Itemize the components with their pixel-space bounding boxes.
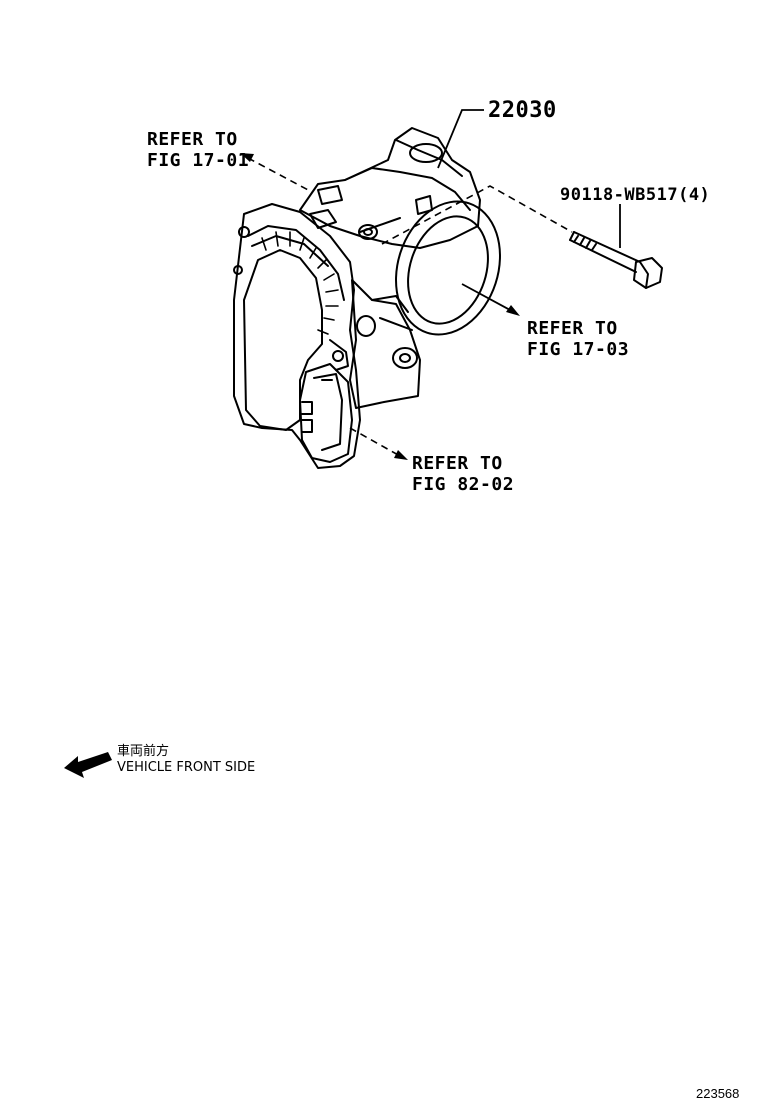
leader-bolt-dashed xyxy=(381,185,573,245)
leader-22030 xyxy=(437,109,484,169)
body-lower xyxy=(349,279,421,409)
bolt-head xyxy=(633,257,663,289)
ref-callout-fig-82-02: REFER TO FIG 82-02 xyxy=(412,453,514,495)
arrowhead-fig-17-01 xyxy=(240,153,254,162)
mount-boss-lower xyxy=(392,347,418,369)
mount-boss-upper xyxy=(358,224,378,240)
legend-english: VEHICLE FRONT SIDE xyxy=(117,760,256,775)
leader-fig-17-01 xyxy=(247,157,313,193)
bolt-part-number: 90118-WB517(4) xyxy=(560,185,711,205)
throttle-bore-inner xyxy=(407,215,489,325)
leader-fig-17-03 xyxy=(461,283,511,311)
ref-line2: FIG 17-01 xyxy=(147,150,250,171)
ref-line1: REFER TO xyxy=(527,318,618,339)
ref-callout-fig-17-01: REFER TO FIG 17-01 xyxy=(147,129,249,171)
ref-line1: REFER TO xyxy=(147,129,238,150)
body-upper-housing xyxy=(299,127,481,249)
leader-fig-82-02 xyxy=(349,427,401,457)
part-number-main: 22030 xyxy=(488,98,557,123)
arrowhead-fig-82-02 xyxy=(394,450,408,460)
bolt-drawing xyxy=(569,231,663,289)
motor-cover-face xyxy=(243,249,323,431)
gear-ring-ribs xyxy=(261,231,339,335)
ref-callout-fig-17-03: REFER TO FIG 17-03 xyxy=(527,318,629,360)
legend-japanese: 車両前方 xyxy=(117,744,170,759)
throttle-bore-outer xyxy=(395,200,501,336)
motor-cover-outline xyxy=(233,203,361,469)
ref-line2: FIG 17-03 xyxy=(527,339,630,360)
ref-line1: REFER TO xyxy=(412,453,503,474)
figure-id: 223568 xyxy=(696,1086,740,1101)
arrowhead-fig-17-03 xyxy=(506,305,520,316)
arrow-left-icon xyxy=(64,752,112,778)
ref-line2: FIG 82-02 xyxy=(412,474,515,495)
